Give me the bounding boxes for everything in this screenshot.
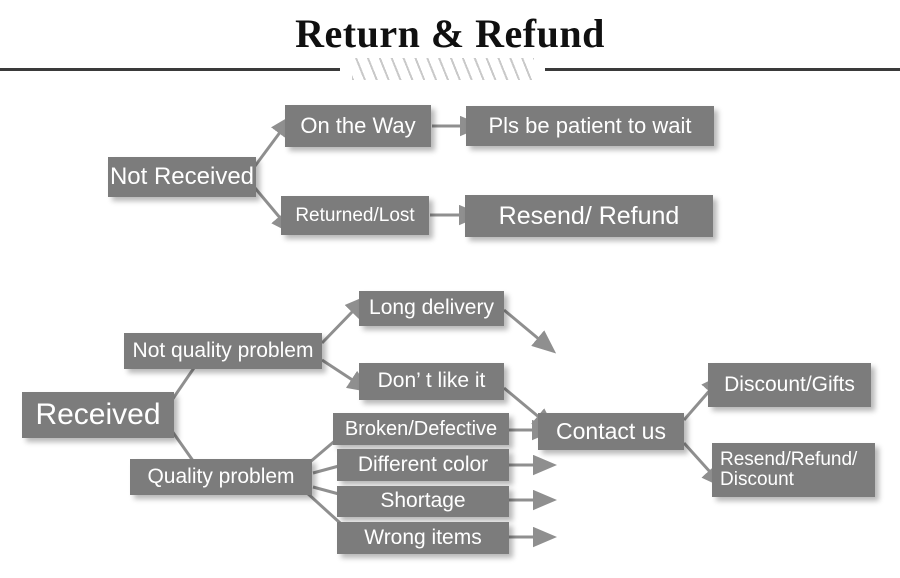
divider-line-left	[0, 68, 340, 71]
node-returned-lost[interactable]: Returned/Lost	[281, 196, 429, 235]
node-resend-refund-discount[interactable]: Resend/Refund/Discount	[712, 443, 875, 497]
node-quality-problem[interactable]: Quality problem	[130, 459, 312, 495]
hatched-divider-ornament	[352, 58, 534, 80]
node-broken-defective[interactable]: Broken/Defective	[333, 413, 509, 445]
node-different-color[interactable]: Different color	[337, 449, 509, 481]
node-not-quality-problem[interactable]: Not quality problem	[124, 333, 322, 369]
node-dont-like-it[interactable]: Don’ t like it	[359, 363, 504, 400]
node-on-the-way[interactable]: On the Way	[285, 105, 431, 147]
node-received[interactable]: Received	[22, 392, 174, 438]
divider-line-right	[545, 68, 900, 71]
node-pls-be-patient[interactable]: Pls be patient to wait	[466, 106, 714, 146]
node-long-delivery[interactable]: Long delivery	[359, 291, 504, 326]
node-wrong-items[interactable]: Wrong items	[337, 522, 509, 554]
node-resend-refund[interactable]: Resend/ Refund	[465, 195, 713, 237]
node-not-received[interactable]: Not Received	[108, 157, 256, 197]
node-discount-gifts[interactable]: Discount/Gifts	[708, 363, 871, 407]
page-title: Return & Refund	[295, 11, 605, 56]
node-shortage[interactable]: Shortage	[337, 486, 509, 517]
node-contact-us[interactable]: Contact us	[538, 413, 684, 450]
